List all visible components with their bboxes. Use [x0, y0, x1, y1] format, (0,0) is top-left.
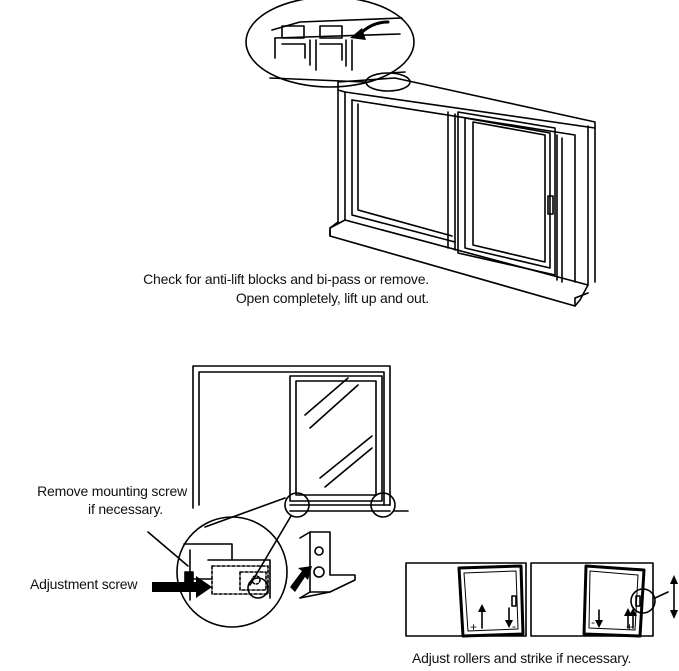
- sliding-window-illustration: [245, 0, 596, 307]
- detail-magnifier-circle: [245, 0, 415, 88]
- minus-sign-left: -: [512, 619, 516, 633]
- adjustment-arrow: [152, 576, 212, 598]
- roller-callout-right: [370, 492, 396, 518]
- plus-sign-right: +: [626, 620, 633, 634]
- figure1-caption-line2: Open completely, lift up and out.: [235, 290, 429, 306]
- roller-callout-left: [284, 492, 310, 518]
- strike-callout-circle: [630, 588, 656, 614]
- detail-source-circle: [365, 72, 411, 92]
- adjust-panel-right: [530, 562, 654, 637]
- adjustment-panels-illustration: [405, 562, 678, 638]
- minus-sign-right: -: [591, 615, 595, 629]
- figure1-caption-line1: Check for anti-lift blocks and bi-pass o…: [143, 271, 429, 287]
- mounting-screw-label-line1: Remove mounting screw: [37, 483, 187, 499]
- plus-sign-left: +: [470, 620, 477, 634]
- mounting-screw-label-line2: if necessary.: [88, 501, 163, 517]
- adjustment-screw-label: Adjustment screw: [30, 576, 138, 592]
- figure3-caption: Adjust rollers and strike if necessary.: [412, 650, 632, 666]
- door-frame-illustration: [147, 365, 409, 628]
- side-arrow: [290, 566, 312, 592]
- roller-detail-circle: [176, 516, 288, 628]
